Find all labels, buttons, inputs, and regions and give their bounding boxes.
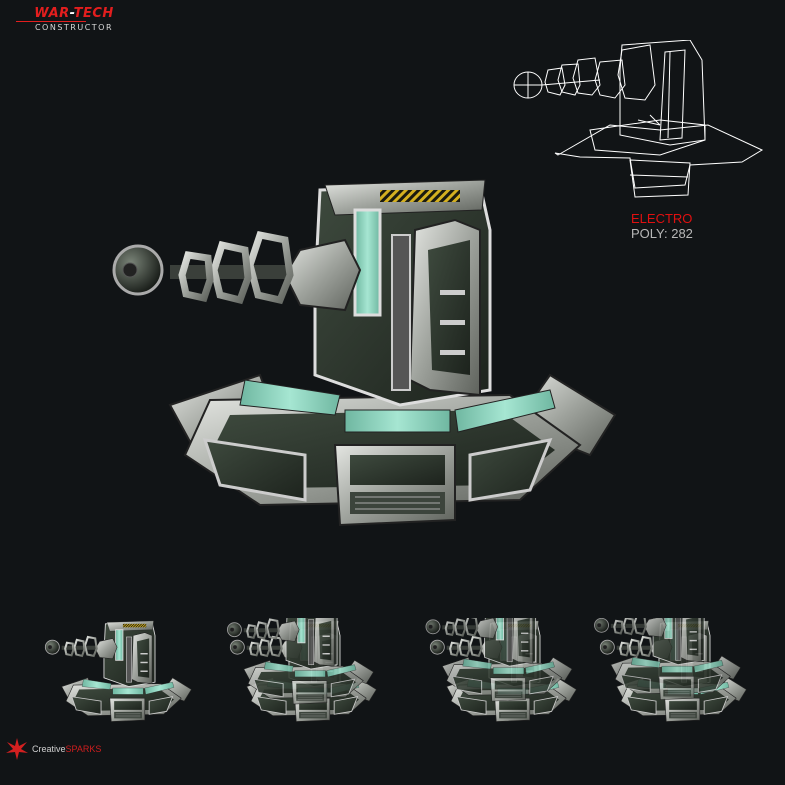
turret-variant-2-icon — [226, 618, 378, 723]
logo-subtitle: CONSTRUCTOR — [34, 23, 114, 32]
footer-brand-text: CreativeSPARKS — [32, 744, 101, 754]
model-name: ELECTRO — [631, 211, 693, 226]
model-info: ELECTRO POLY: 282 — [631, 211, 693, 241]
logo-brand-tech: TECH — [73, 6, 114, 21]
turret-variant-3-icon — [424, 618, 578, 723]
turret-render-icon — [110, 170, 630, 530]
footer-sparks: SPARKS — [65, 744, 102, 754]
turret-variant-1-icon — [44, 619, 193, 723]
logo-brand: WAR-TECH — [14, 6, 134, 21]
poly-count: POLY: 282 — [631, 226, 693, 241]
war-tech-logo: WAR-TECH CONSTRUCTOR — [14, 6, 134, 36]
footer-creative: Creative — [32, 744, 66, 754]
star-icon — [6, 738, 28, 760]
turret-wireframe-icon — [513, 40, 764, 198]
creativesparks-logo: CreativeSPARKS — [6, 738, 101, 760]
logo-underline — [16, 21, 86, 22]
logo-brand-dash: - — [69, 6, 74, 21]
turret-variant-4-icon — [593, 618, 748, 723]
logo-brand-war: WAR — [34, 6, 70, 21]
